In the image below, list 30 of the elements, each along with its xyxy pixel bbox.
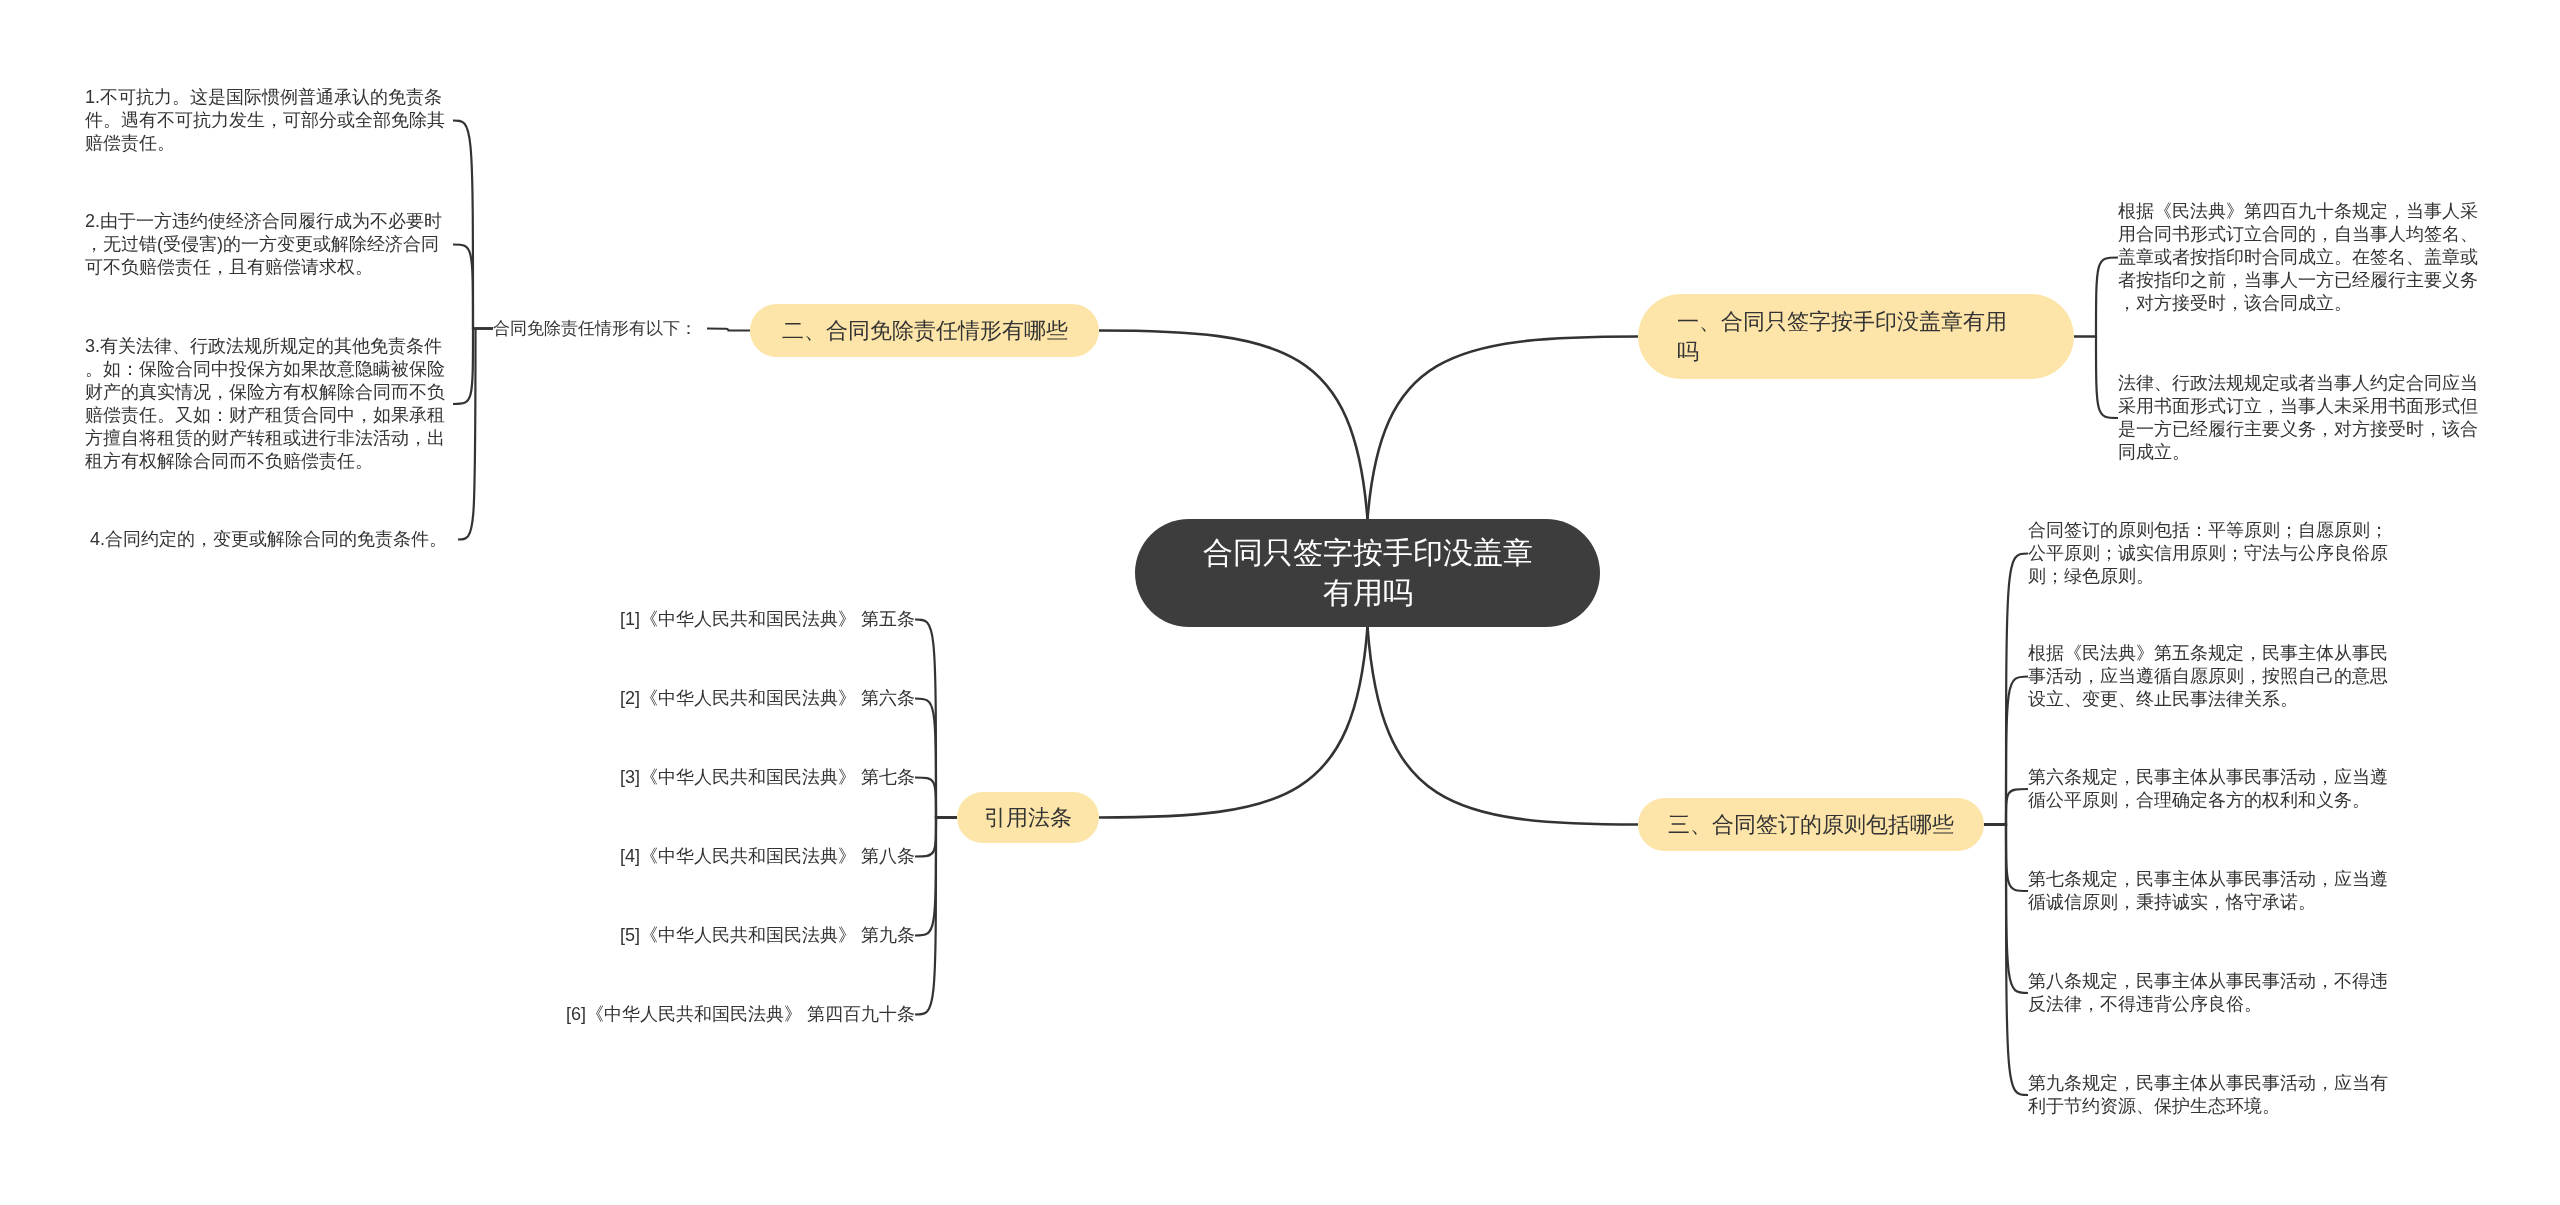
citation-text: [4]《中华人民共和国民法典》 第八条 bbox=[620, 845, 915, 868]
note-text: 第六条规定，民事主体从事民事活动，应当遵循公平原则，合理确定各方的权利和义务。 bbox=[2028, 766, 2396, 812]
citation-text: [2]《中华人民共和国民法典》 第六条 bbox=[620, 687, 915, 710]
connector-line bbox=[707, 327, 750, 332]
central-topic: 合同只签字按手印没盖章有用吗 bbox=[1135, 519, 1600, 627]
connector-line bbox=[457, 327, 493, 541]
branch-line bbox=[1099, 626, 1369, 819]
subtopic-text: 合同免除责任情形有以下： bbox=[493, 317, 707, 340]
note-text: 根据《民法典》第五条规定，民事主体从事民事活动，应当遵循自愿原则，按照自己的意思设立、变更、终止民事法律关系。 bbox=[2028, 642, 2396, 711]
note-text: 3.有关法律、行政法规所规定的其他免责条件。如：保险合同中投保方如果故意隐瞒被保险财产的真实情况，保险方有权解除合同而不负赔偿责任。又如：财产租赁合同中，如果承租方擅自将租赁的财产转租或进行非法活动，出租方有权解除合同而不负赔偿责任。 bbox=[85, 335, 453, 473]
note-text: 第八条规定，民事主体从事民事活动，不得违反法律，不得违背公序良俗。 bbox=[2028, 970, 2396, 1016]
topic-pill: 引用法条 bbox=[957, 792, 1099, 843]
note-text: 1.不可抗力。这是国际惯例普通承认的免责条件。遇有不可抗力发生，可部分或全部免除其赔偿责任。 bbox=[85, 86, 453, 155]
note-text: 第九条规定，民事主体从事民事活动，应当有利于节约资源、保护生态环境。 bbox=[2028, 1072, 2396, 1118]
note-text: 2.由于一方违约使经济合同履行成为不必要时，无过错(受侵害)的一方变更或解除经济合同可不负赔偿责任，且有赔偿请求权。 bbox=[85, 210, 453, 279]
note-text: 4.合同约定的，变更或解除合同的免责条件。 bbox=[90, 528, 458, 551]
citation-text: [3]《中华人民共和国民法典》 第七条 bbox=[620, 766, 915, 789]
topic-pill: 一、合同只签字按手印没盖章有用吗 bbox=[1638, 294, 2074, 379]
citation-text: [6]《中华人民共和国民法典》 第四百九十条 bbox=[566, 1003, 915, 1026]
note-text: 合同签订的原则包括：平等原则；自愿原则；公平原则；诚实信用原则；守法与公序良俗原则；绿色原则。 bbox=[2028, 519, 2396, 588]
note-text: 根据《民法典》第四百九十条规定，当事人采用合同书形式订立合同的，自当事人均签名、盖章或者按指印时合同成立。在签名、盖章或者按指印之前，当事人一方已经履行主要义务，对方接受时，该合同成立。 bbox=[2118, 200, 2486, 315]
citation-text: [5]《中华人民共和国民法典》 第九条 bbox=[620, 924, 915, 947]
citation-text: [1]《中华人民共和国民法典》 第五条 bbox=[620, 608, 915, 631]
connector-line bbox=[1984, 823, 2029, 1097]
branch-line bbox=[1099, 329, 1369, 520]
connector-line bbox=[914, 816, 957, 1016]
note-text: 法律、行政法规规定或者当事人约定合同应当采用书面形式订立，当事人未采用书面形式但是一方已经履行主要义务，对方接受时，该合同成立。 bbox=[2118, 372, 2486, 464]
topic-pill: 三、合同签订的原则包括哪些 bbox=[1638, 798, 1984, 851]
note-text: 第七条规定，民事主体从事民事活动，应当遵循诚信原则，秉持诚实，恪守承诺。 bbox=[2028, 868, 2396, 914]
topic-pill: 二、合同免除责任情形有哪些 bbox=[750, 304, 1099, 357]
